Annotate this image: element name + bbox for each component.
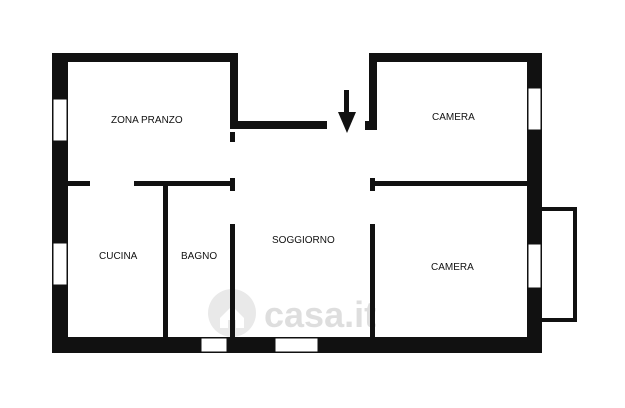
watermark-text: casa.it [264,294,376,335]
entrance-arrow-icon [338,90,356,133]
wall-soggiorno-camera [370,224,375,337]
window-left-top [52,98,68,142]
room-label-cucina: CUCINA [99,251,138,262]
wall-pranzo-cucina-left [68,181,90,186]
room-label-bagno: BAGNO [181,251,217,262]
balcony-outline [542,207,577,322]
outer-wall-left [52,53,68,353]
corridor-wall-right [369,53,377,130]
wall-pranzo-cucina-right [134,181,235,186]
room-label-soggiorno: SOGGIORNO [272,235,335,246]
wall-cucina-bagno [163,181,168,337]
window-bottom-bagno [200,337,228,353]
corridor-wall-horizontal [230,121,327,129]
room-label-camera-bottom: CAMERA [431,262,474,273]
outer-wall-top-left [52,53,238,62]
room-labels: ZONA PRANZO CAMERA CUCINA BAGNO SOGGIORN… [99,112,475,273]
window-right-top [527,87,542,131]
window-left-bottom [52,242,68,286]
door-jamb-right [365,121,369,130]
room-label-camera-top: CAMERA [432,112,475,123]
window-right-bottom [527,243,542,289]
window-bottom-soggiorno [274,337,319,353]
corridor-wall-left [230,53,238,128]
room-label-zona-pranzo: ZONA PRANZO [111,115,183,126]
wall-camera-divider [370,181,527,186]
wall-bagno-soggiorno [230,224,235,337]
wall-stub-a [230,132,235,142]
outer-wall-top-right [369,53,542,62]
windows [52,87,542,353]
